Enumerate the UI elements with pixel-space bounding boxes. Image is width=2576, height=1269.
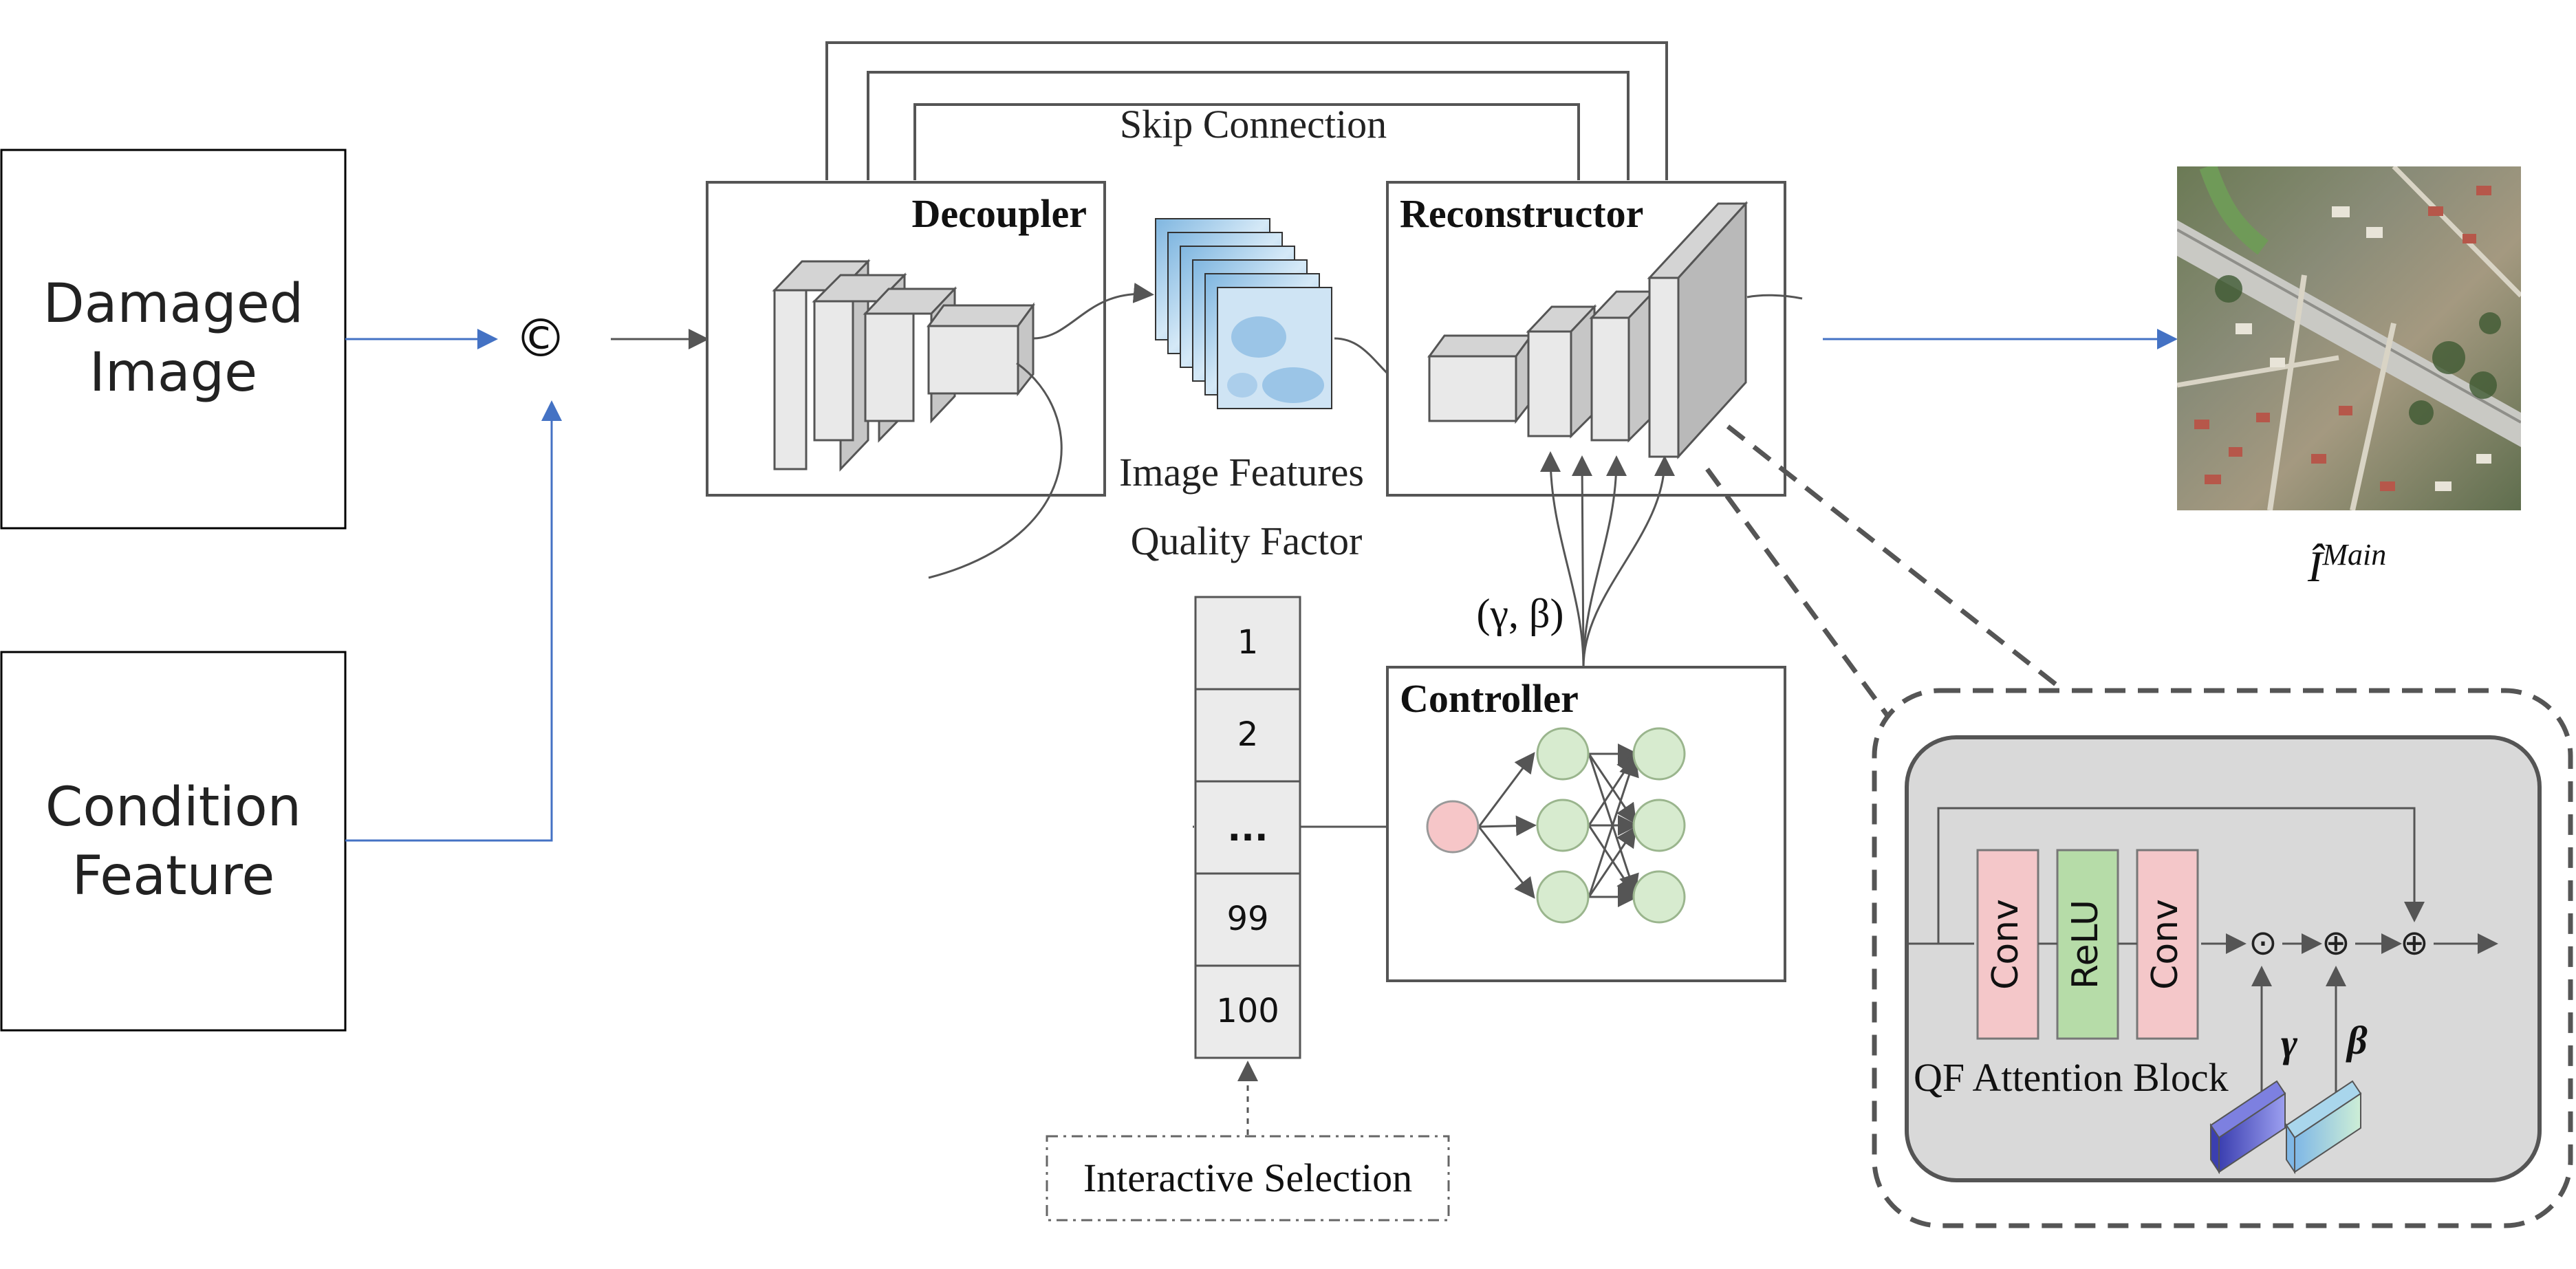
add-op-skip: ⊕: [2400, 923, 2429, 963]
output-image: [2177, 166, 2521, 510]
hadamard-op: ⊙: [2249, 923, 2277, 963]
output-label: ÎMain: [2307, 538, 2386, 592]
controller-output-node: [1632, 799, 1686, 852]
controller-to-reconstructor-arrows: [1540, 451, 1675, 668]
skip-connections: [825, 41, 1668, 180]
decoupler-label: Decoupler: [912, 191, 1087, 236]
controller-output-node: [1632, 870, 1686, 924]
controller-hidden-node: [1536, 870, 1590, 924]
qf-value-2: 2: [1237, 715, 1259, 754]
quality-factor-list: 1 2 ... 99 100: [1194, 596, 1301, 1059]
controller-block: Controller: [1386, 666, 1786, 982]
interactive-selection-box[interactable]: Interactive Selection: [1046, 1135, 1450, 1222]
controller-hidden-node: [1536, 727, 1590, 781]
quality-factor-label: Quality Factor: [1131, 519, 1363, 563]
condition-feature-line1: Condition: [45, 777, 301, 838]
reconstructor-layers: [1427, 201, 1749, 459]
qf-attention-detail: Conv ReLU Conv ⊙ ⊕ ⊕ γ β QF Atten: [1872, 688, 2573, 1228]
skip-connection-label: Skip Connection: [1120, 102, 1387, 147]
interactive-selection-label: Interactive Selection: [1083, 1156, 1412, 1200]
condition-feature-box: Condition Feature: [0, 651, 347, 1032]
damaged-image-box: Damaged Image: [0, 149, 347, 530]
beta-label: β: [2346, 1018, 2368, 1063]
controller-label: Controller: [1400, 676, 1579, 721]
damaged-image-line1: Damaged: [43, 273, 304, 335]
add-op-beta: ⊕: [2321, 923, 2350, 963]
beta-vector: [2285, 1080, 2362, 1175]
decoupler-to-features-arrow: [1032, 282, 1154, 340]
quality-factor-item[interactable]: 1: [1194, 596, 1301, 691]
relu-label: ReLU: [2065, 900, 2106, 989]
decoupler-layers: [772, 259, 1035, 472]
qf-attention-title: QF Attention Block: [1914, 1055, 2229, 1100]
condition-feature-line2: Feature: [72, 845, 275, 907]
controller-edges: [1478, 744, 1639, 907]
decoupler-block: Decoupler: [706, 181, 1106, 497]
conv1-label: Conv: [1985, 899, 2026, 990]
gamma-beta-label: (γ, β): [1476, 591, 1563, 636]
quality-factor-item[interactable]: 2: [1194, 688, 1301, 783]
qf-layer-conv2: Conv: [2136, 849, 2199, 1040]
gamma-vector: [2209, 1080, 2286, 1175]
image-features-stack: [1155, 218, 1332, 409]
image-features-label: Image Features: [1119, 450, 1364, 495]
quality-factor-item[interactable]: 99: [1194, 872, 1301, 967]
zoom-line-upper: [1726, 424, 2059, 687]
qf-layer-relu: ReLU: [2056, 849, 2119, 1040]
concat-symbol: ©: [515, 307, 567, 369]
qf-value-ellipsis: ...: [1227, 808, 1268, 849]
qf-value-99: 99: [1226, 900, 1268, 938]
gamma-label: γ: [2281, 1021, 2298, 1065]
reconstructor-block: Reconstructor: [1386, 181, 1803, 497]
qf-value-100: 100: [1216, 992, 1279, 1030]
condition-to-concat-arrow: [345, 400, 562, 842]
quality-factor-item[interactable]: 100: [1194, 964, 1301, 1059]
reconstructor-label: Reconstructor: [1400, 191, 1643, 236]
qf-value-1: 1: [1237, 623, 1259, 662]
controller-hidden-node: [1536, 799, 1590, 852]
controller-input-node: [1426, 800, 1480, 854]
controller-output-node: [1632, 727, 1686, 781]
conv2-label: Conv: [2145, 899, 2186, 990]
damaged-image-line2: Image: [89, 342, 257, 404]
zoom-line-lower: [1705, 467, 1907, 742]
quality-factor-item[interactable]: ...: [1194, 780, 1301, 875]
qf-layer-conv1: Conv: [1976, 849, 2039, 1040]
decoupler-to-quality-curve: [928, 362, 1063, 579]
